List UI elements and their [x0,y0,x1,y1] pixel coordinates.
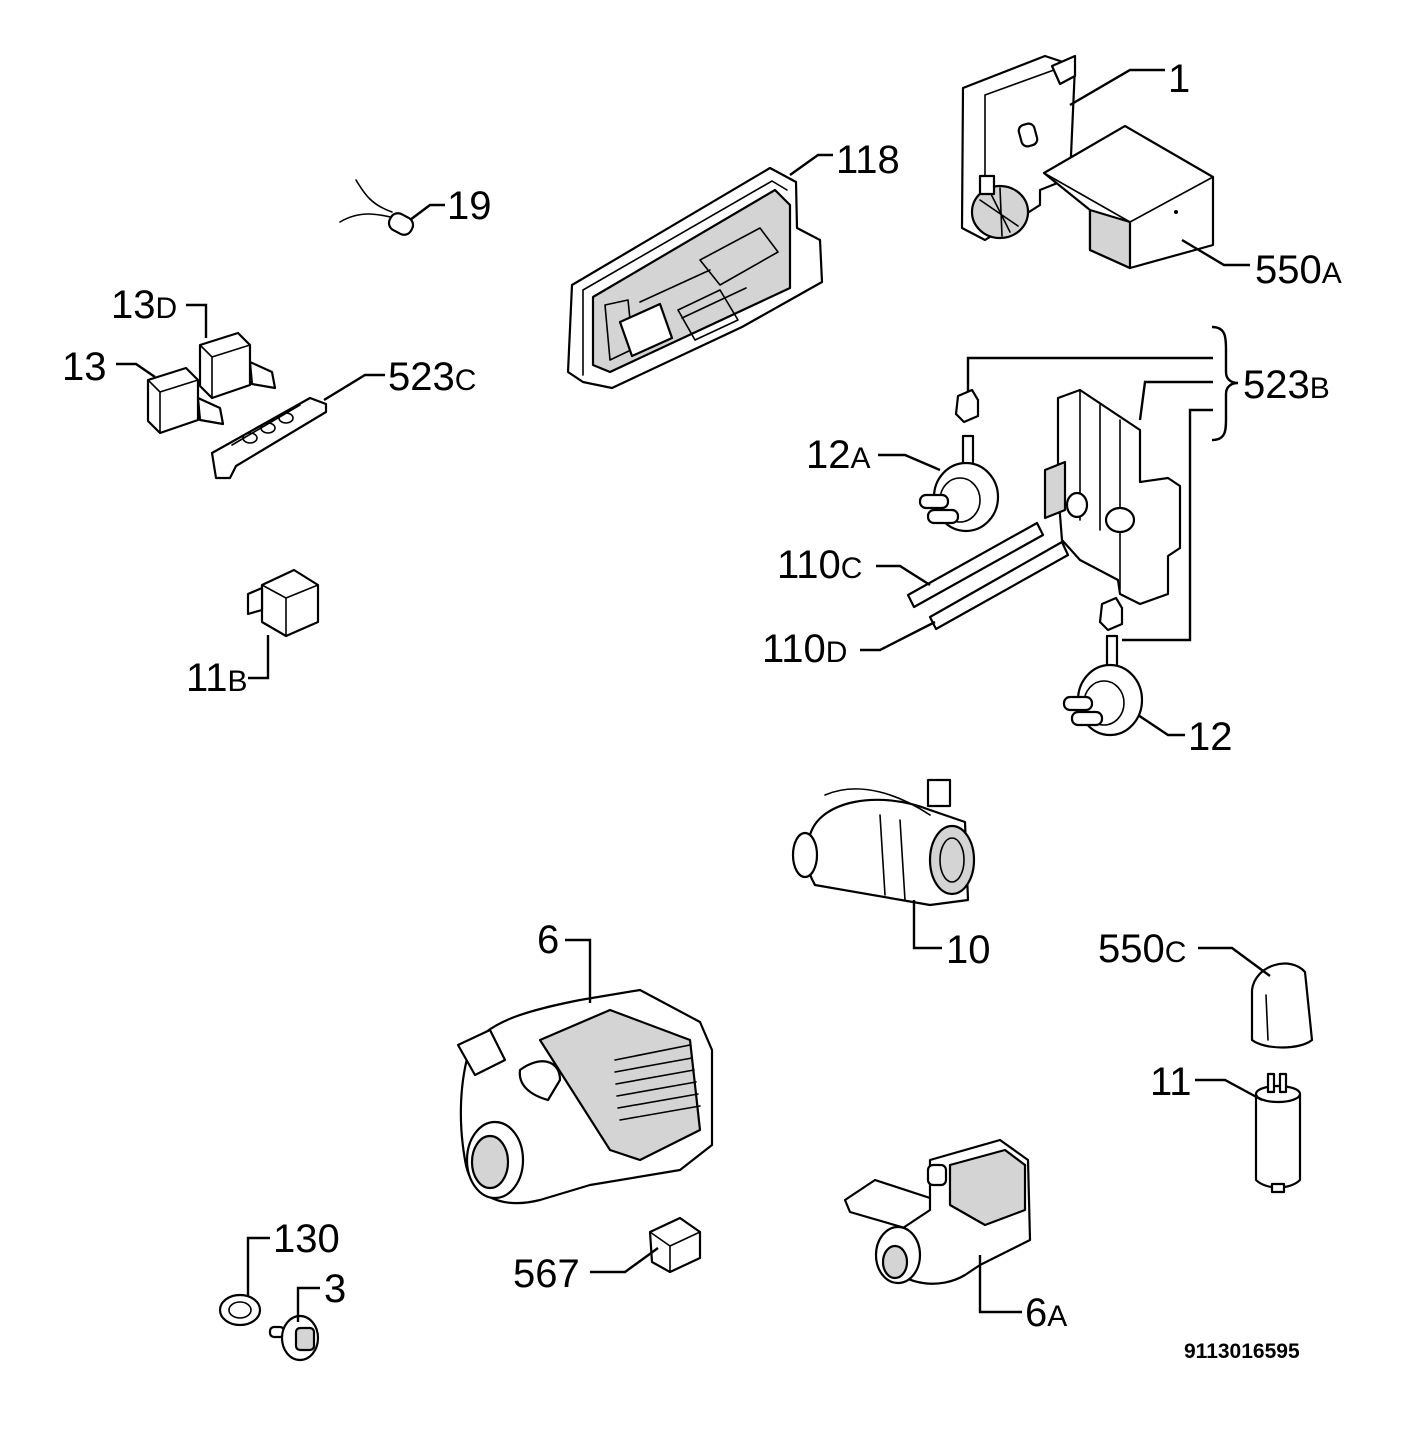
part-3-plug [268,1314,320,1362]
part-13d-switch [198,331,277,400]
leader-550a [1181,238,1250,267]
label-130: 130 [273,1217,340,1261]
leader-523c [323,373,385,402]
leader-523b-b [1138,380,1213,421]
leader-110d [860,620,936,652]
leader-130 [246,1236,270,1296]
label-110c: 110C [777,543,862,587]
leader-10 [912,900,942,950]
leader-523b-a [966,356,1213,392]
part-130-ring [218,1293,262,1327]
label-6: 6 [537,918,559,962]
part-567-clip [648,1216,702,1274]
part-6a-drain-pump [843,1138,1032,1285]
leader-lines [116,68,1271,1322]
brace-523b [1211,325,1239,442]
label-10: 10 [946,928,991,972]
part-13-switch [146,366,225,435]
label-1: 1 [1168,57,1190,101]
part-19-sensor [339,179,415,236]
label-19: 19 [447,184,492,228]
part-523c-bracket [210,396,328,480]
part-550c-cap [1250,962,1314,1049]
label-110d: 110D [762,627,847,671]
leader-11 [1195,1078,1263,1102]
part-12a-pressure-switch [918,434,1000,533]
label-523b: 523B [1243,363,1330,407]
label-13d: 13D [111,283,177,327]
part-118-module [566,166,824,390]
label-118: 118 [836,138,900,182]
label-567: 567 [513,1252,580,1296]
label-523c: 523C [388,355,476,399]
part-11b-relay [246,568,320,638]
leader-19 [409,203,445,221]
part-110c-hose [906,521,1045,609]
label-12a: 12A [806,433,871,477]
leader-13 [116,362,156,378]
part-110d-hose [928,540,1070,631]
leader-3 [296,1286,320,1322]
part-12-pressure-switch [1062,634,1144,737]
leader-12 [1137,714,1185,737]
leader-6a [978,1255,1022,1314]
label-11: 11 [1150,1060,1192,1104]
label-13: 13 [62,345,107,389]
part-523b-bracket [954,388,1182,632]
label-12: 12 [1188,715,1233,759]
leader-1 [1069,68,1165,107]
label-6a: 6A [1025,1291,1067,1335]
label-550c: 550C [1098,927,1186,971]
leader-523b-c [1122,408,1213,642]
leader-6 [565,938,592,1003]
part-6-motor [456,988,714,1205]
label-11b: 11B [186,656,248,700]
leader-11b [248,635,270,680]
leader-13d [186,303,208,338]
leader-118 [789,153,833,176]
label-3: 3 [324,1267,346,1311]
part-10-heater [791,778,976,907]
drawing-code: 9113016595 [1184,1340,1300,1363]
leader-567 [590,1247,659,1274]
label-550a: 550A [1255,248,1342,292]
part-11-capacitor [1254,1072,1302,1194]
leader-110c [876,564,931,587]
leader-12a [878,453,941,472]
part-labels: 1 118 19 550A 13D 13 523C 523B 12A 110C … [62,57,1342,1363]
part-1-timer [960,54,1077,242]
part-550a-cover [1042,124,1215,270]
leader-550c [1198,946,1271,977]
